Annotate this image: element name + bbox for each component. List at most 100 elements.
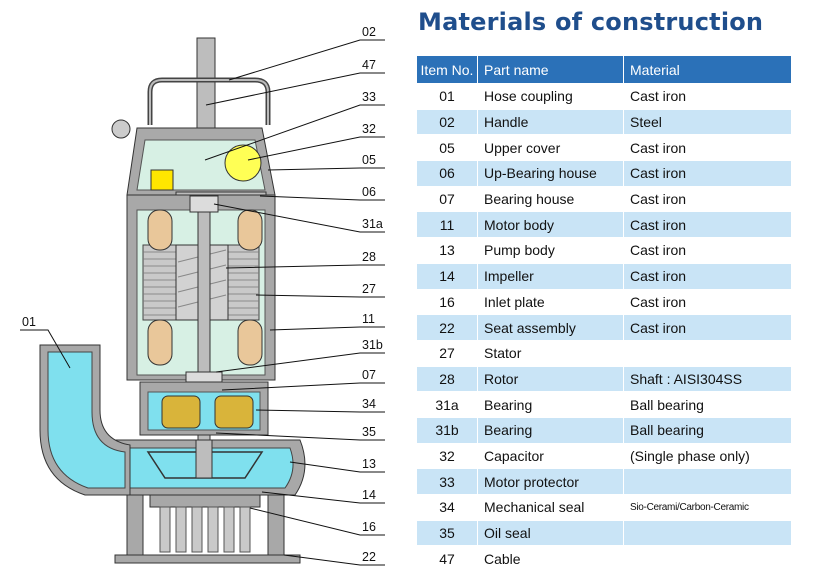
callout-34: 34 [362,397,376,411]
cell-item-no: 35 [416,520,478,547]
cell-material: Cast iron [623,263,792,290]
materials-table: Item No. Part name Material 01 Hose coup… [416,55,792,573]
cell-item-no: 16 [416,289,478,316]
table-row: 47 Cable [416,545,792,573]
cell-item-no: 11 [416,211,478,239]
header-part-name: Part name [477,55,624,84]
table-header-row: Item No. Part name Material [416,55,792,84]
cell-material: Cast iron [623,83,792,110]
cell-part-name: Pump body [477,237,624,264]
table-row: 14 Impeller Cast iron [416,263,792,290]
cell-material: Cast iron [623,289,792,316]
cell-part-name: Stator [477,340,624,367]
callout-16: 16 [362,520,376,534]
cell-part-name: Upper cover [477,134,624,162]
cell-material [623,520,792,547]
cell-part-name: Motor protector [477,468,624,495]
cell-part-name: Rotor [477,366,624,393]
table-row: 02 Handle Steel [416,109,792,136]
callout-28: 28 [362,250,376,264]
callout-35: 35 [362,425,376,439]
callout-05: 05 [362,153,376,167]
cell-item-no: 13 [416,237,478,264]
cell-item-no: 01 [416,83,478,110]
table-row: 16 Inlet plate Cast iron [416,289,792,316]
cell-item-no: 32 [416,443,478,470]
cell-material: Ball bearing [623,391,792,418]
callout-27: 27 [362,282,376,296]
cell-part-name: Bearing [477,391,624,418]
callout-14: 14 [362,488,376,502]
cell-material: Cast iron [623,237,792,264]
cell-part-name: Bearing house [477,186,624,213]
cell-part-name: Bearing [477,417,624,444]
callout-07: 07 [362,368,376,382]
cell-material: Cast iron [623,314,792,341]
cell-item-no: 34 [416,494,478,521]
cell-material: (Single phase only) [623,443,792,470]
table-row: 31a Bearing Ball bearing [416,391,792,418]
cell-material: Steel [623,109,792,136]
table-row: 35 Oil seal [416,520,792,547]
table-row: 05 Upper cover Cast iron [416,134,792,162]
cell-material: Sio-Cerami/Carbon-Ceramic [623,494,792,521]
cell-part-name: Hose coupling [477,83,624,110]
table-row: 34 Mechanical seal Sio-Cerami/Carbon-Cer… [416,494,792,521]
table-row: 11 Motor body Cast iron [416,211,792,239]
cell-material: Shaft : AISI304SS [623,366,792,393]
cell-item-no: 22 [416,314,478,341]
cell-part-name: Up-Bearing house [477,160,624,187]
cell-item-no: 28 [416,366,478,393]
callout-13: 13 [362,457,376,471]
table-row: 28 Rotor Shaft : AISI304SS [416,366,792,393]
callout-31a: 31a [362,217,383,231]
cell-part-name: Motor body [477,211,624,239]
callout-01: 01 [22,315,36,329]
table-row: 07 Bearing house Cast iron [416,186,792,213]
callout-31b: 31b [362,338,383,352]
header-item-no: Item No. [416,55,478,84]
cell-part-name: Impeller [477,263,624,290]
cell-material: Ball bearing [623,417,792,444]
callout-32: 32 [362,122,376,136]
table-row: 27 Stator [416,340,792,367]
cell-item-no: 47 [416,545,478,573]
header-material: Material [623,55,792,84]
table-row: 22 Seat assembly Cast iron [416,314,792,341]
cell-material [623,545,792,573]
callout-02: 02 [362,25,376,39]
pump-cross-section-diagram: 02 47 33 32 05 06 31a 28 27 11 31b 07 34… [20,25,385,566]
cell-part-name: Capacitor [477,443,624,470]
cell-part-name: Oil seal [477,520,624,547]
callout-11: 11 [362,312,375,326]
cell-item-no: 14 [416,263,478,290]
table-row: 01 Hose coupling Cast iron [416,83,792,110]
cell-part-name: Seat assembly [477,314,624,341]
cell-part-name: Handle [477,109,624,136]
cell-material [623,468,792,495]
callout-47: 47 [362,58,376,72]
cell-item-no: 27 [416,340,478,367]
table-row: 33 Motor protector [416,468,792,495]
cell-item-no: 02 [416,109,478,136]
cell-item-no: 06 [416,160,478,187]
callout-33: 33 [362,90,376,104]
cell-part-name: Inlet plate [477,289,624,316]
cell-material: Cast iron [623,134,792,162]
cell-item-no: 31a [416,391,478,418]
table-row: 06 Up-Bearing house Cast iron [416,160,792,187]
callout-22: 22 [362,550,376,564]
cell-material: Cast iron [623,160,792,187]
page-title: Materials of construction [418,8,764,36]
cell-item-no: 07 [416,186,478,213]
table-row: 13 Pump body Cast iron [416,237,792,264]
cell-material [623,340,792,367]
callout-06: 06 [362,185,376,199]
cell-part-name: Mechanical seal [477,494,624,521]
cell-material: Cast iron [623,186,792,213]
cell-item-no: 05 [416,134,478,162]
cell-item-no: 33 [416,468,478,495]
cell-item-no: 31b [416,417,478,444]
table-row: 32 Capacitor (Single phase only) [416,443,792,470]
table-row: 31b Bearing Ball bearing [416,417,792,444]
